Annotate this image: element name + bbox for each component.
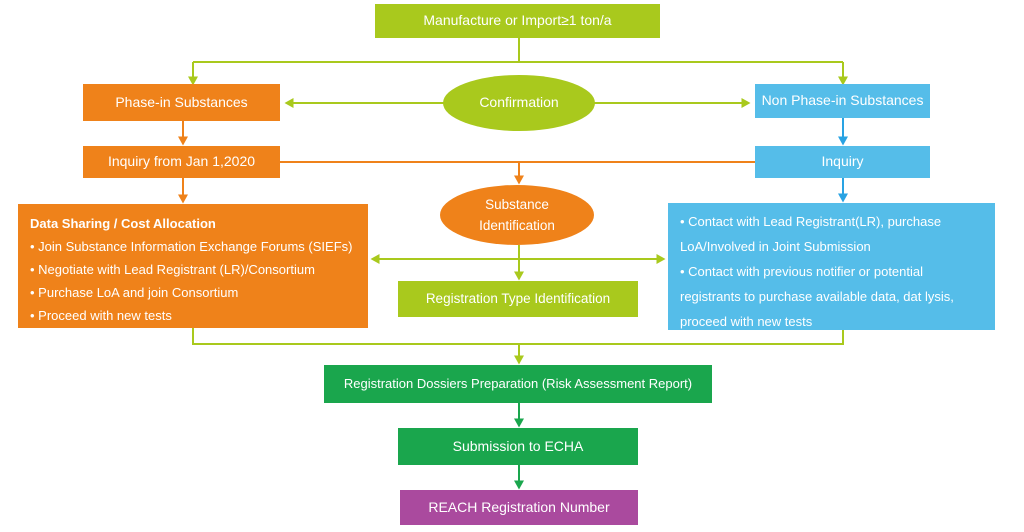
- node-inquiry: Inquiry: [755, 146, 930, 178]
- node-dossiers-label: Registration Dossiers Preparation (Risk …: [343, 375, 693, 391]
- node-registration-type-identification: Registration Type Identification: [398, 281, 638, 317]
- data-sharing-title: Data Sharing / Cost Allocation: [30, 216, 216, 231]
- node-inquiry-left-label: Inquiry from Jan 1,2020: [107, 153, 256, 170]
- data-sharing-bullet: • Negotiate with Lead Registrant (LR)/Co…: [30, 262, 315, 277]
- node-manufacture-label: Manufacture or Import≥1 ton/a: [423, 12, 612, 29]
- node-reg-type-label: Registration Type Identification: [425, 290, 611, 306]
- node-submission-label: Submission to ECHA: [452, 437, 584, 454]
- node-non-phase-in-label: Non Phase-in Substances: [761, 92, 924, 109]
- contact-bullet: • Contact with previous notifier or pote…: [680, 264, 954, 329]
- node-substance-identification: Substance Identification: [440, 185, 594, 245]
- node-inquiry-from-jan-2020: Inquiry from Jan 1,2020: [83, 146, 280, 178]
- data-sharing-bullet: • Join Substance Information Exchange Fo…: [30, 239, 353, 254]
- node-reach-label: REACH Registration Number: [428, 498, 610, 515]
- node-phase-in-substances: Phase-in Substances: [83, 84, 280, 121]
- data-sharing-bullet: • Proceed with new tests: [30, 308, 172, 323]
- node-manufacture-or-import: Manufacture or Import≥1 ton/a: [375, 4, 660, 38]
- node-data-sharing-cost-allocation: Data Sharing / Cost Allocation • Join Su…: [18, 204, 368, 328]
- node-confirmation: Confirmation: [443, 75, 595, 131]
- node-inquiry-right-label: Inquiry: [821, 153, 864, 170]
- node-phase-in-label: Phase-in Substances: [115, 93, 248, 110]
- node-submission-to-echa: Submission to ECHA: [398, 428, 638, 465]
- node-confirmation-label: Confirmation: [479, 94, 559, 111]
- node-registration-dossiers-preparation: Registration Dossiers Preparation (Risk …: [324, 365, 712, 403]
- node-reach-registration-number: REACH Registration Number: [400, 490, 638, 525]
- contact-bullet: • Contact with Lead Registrant(LR), purc…: [680, 214, 942, 254]
- node-non-phase-in-substances: Non Phase-in Substances: [755, 84, 930, 118]
- data-sharing-bullet: • Purchase LoA and join Consortium: [30, 285, 239, 300]
- node-substance-identification-label: Substance Identification: [479, 197, 555, 233]
- node-contact-lead-registrant: • Contact with Lead Registrant(LR), purc…: [668, 203, 995, 330]
